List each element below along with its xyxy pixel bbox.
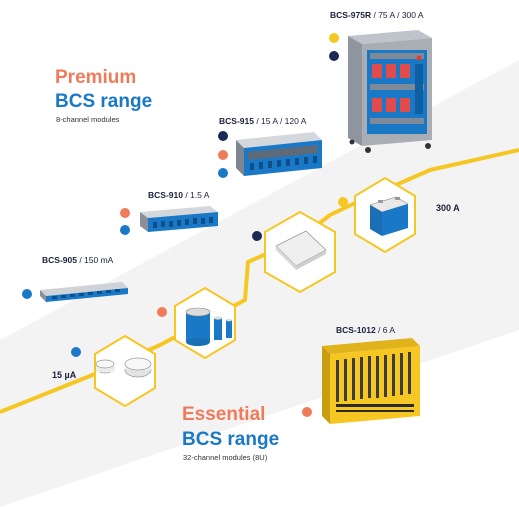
bcs-1012-device	[322, 338, 420, 424]
bcs-915-name: BCS-915	[219, 116, 254, 126]
bcs-905-device	[40, 282, 128, 302]
essential-title: Essential	[182, 404, 266, 425]
premium-range-title: BCS range	[55, 91, 153, 112]
premium-subtitle: 8-channel modules	[56, 115, 120, 124]
bcs-905-name: BCS-905	[42, 255, 77, 265]
essential-subtitle: 32-channel modules (8U)	[183, 453, 268, 462]
hexagon-prismatic-cell	[354, 176, 416, 254]
bcs-975r-device	[348, 30, 432, 153]
essential-range-title: BCS range	[182, 429, 280, 450]
premium-title: Premium	[55, 67, 137, 88]
current-low-label: 15 µA	[52, 370, 77, 380]
dot-905-blue	[22, 289, 32, 299]
dot-910-orange	[120, 208, 130, 218]
dot-915-orange	[218, 150, 228, 160]
hexagon-cylinder-cells	[174, 286, 236, 360]
bcs-1012-label: BCS-1012 / 6 A	[336, 325, 395, 335]
bcs-1012-name: BCS-1012	[336, 325, 376, 335]
dot-pouch-navy	[252, 231, 262, 241]
dot-975r-yellow	[329, 33, 339, 43]
bcs-975r-label: BCS-975R / 75 A / 300 A	[330, 10, 424, 20]
dot-coin-blue	[71, 347, 81, 357]
current-high-label: 300 A	[436, 203, 460, 213]
bcs-975r-spec: / 75 A / 300 A	[371, 10, 424, 20]
bcs-910-name: BCS-910	[148, 190, 183, 200]
bcs-1012-spec: / 6 A	[375, 325, 396, 335]
bcs-975r-name: BCS-975R	[330, 10, 372, 20]
bcs-910-device	[140, 206, 218, 232]
bcs-910-label: BCS-910 / 1.5 A	[148, 190, 209, 200]
dot-910-blue	[120, 225, 130, 235]
bcs-905-spec: / 150 mA	[76, 255, 114, 265]
dot-915-blue	[218, 168, 228, 178]
dot-prismatic-yellow	[338, 197, 348, 207]
indicator-dots	[22, 33, 348, 417]
hexagon-pouch-cell	[264, 210, 336, 294]
dot-975r-navy	[329, 51, 339, 61]
hexagon-coin-cells	[94, 334, 156, 408]
bcs-915-spec: / 15 A / 120 A	[253, 116, 307, 126]
bcs-905-label: BCS-905 / 150 mA	[42, 255, 113, 265]
bcs-910-spec: / 1.5 A	[182, 190, 210, 200]
bcs-915-device	[236, 132, 322, 176]
dot-915-navy	[218, 131, 228, 141]
dot-1012-orange	[302, 407, 312, 417]
dot-cylinder-orange	[157, 307, 167, 317]
bcs-915-label: BCS-915 / 15 A / 120 A	[219, 116, 306, 126]
